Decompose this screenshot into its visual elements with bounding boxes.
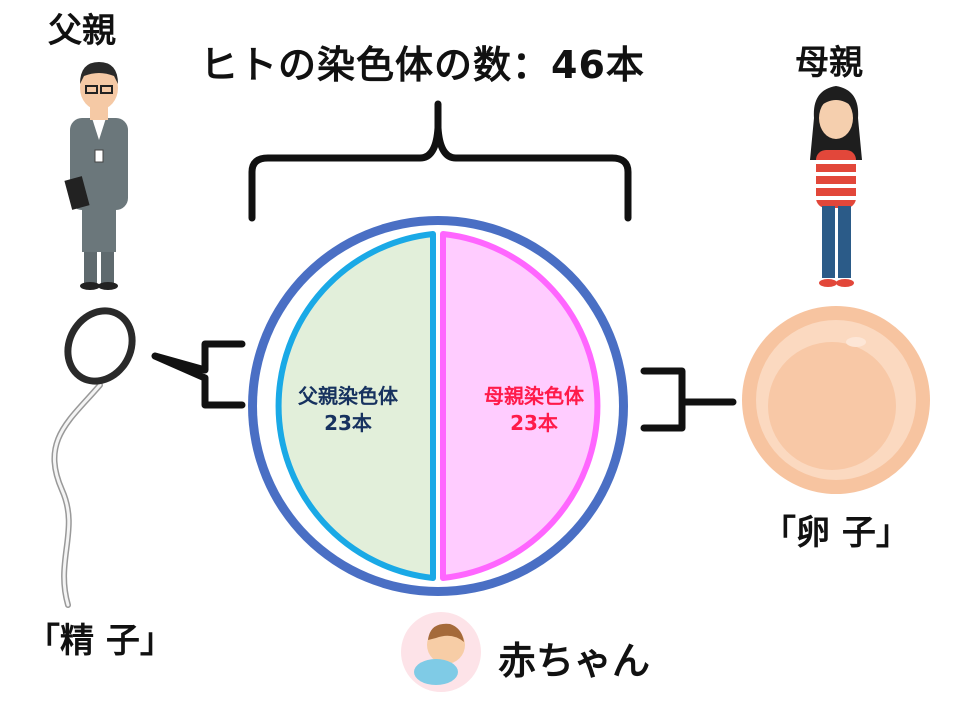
baby-label: 赤ちゃん (498, 639, 651, 683)
sperm-icon (51, 307, 136, 608)
top-brace (248, 100, 632, 222)
page-title: ヒトの染色体の数：46本 (200, 43, 645, 87)
paternal-chromosome-name: 父親染色体 (298, 384, 398, 408)
egg-icon (742, 306, 930, 494)
sperm-label: 「精 子」 (26, 621, 174, 661)
maternal-chromosome-text: 母親染色体 23本 (459, 383, 609, 437)
egg-label: 「卵 子」 (762, 513, 910, 553)
maternal-half (440, 231, 601, 581)
maternal-chromosome-count: 23本 (510, 411, 558, 435)
father-icon (64, 62, 128, 290)
paternal-half (275, 231, 436, 581)
chromosome-cell (248, 216, 628, 596)
paternal-chromosome-text: 父親染色体 23本 (273, 383, 423, 437)
maternal-chromosome-name: 母親染色体 (484, 384, 584, 408)
paternal-chromosome-count: 23本 (324, 411, 372, 435)
baby-icon (401, 612, 481, 692)
mother-icon (810, 86, 862, 287)
left-bracket (151, 340, 246, 409)
right-bracket (640, 367, 737, 432)
father-label: 父親 (48, 11, 116, 51)
mother-label: 母親 (795, 43, 863, 83)
